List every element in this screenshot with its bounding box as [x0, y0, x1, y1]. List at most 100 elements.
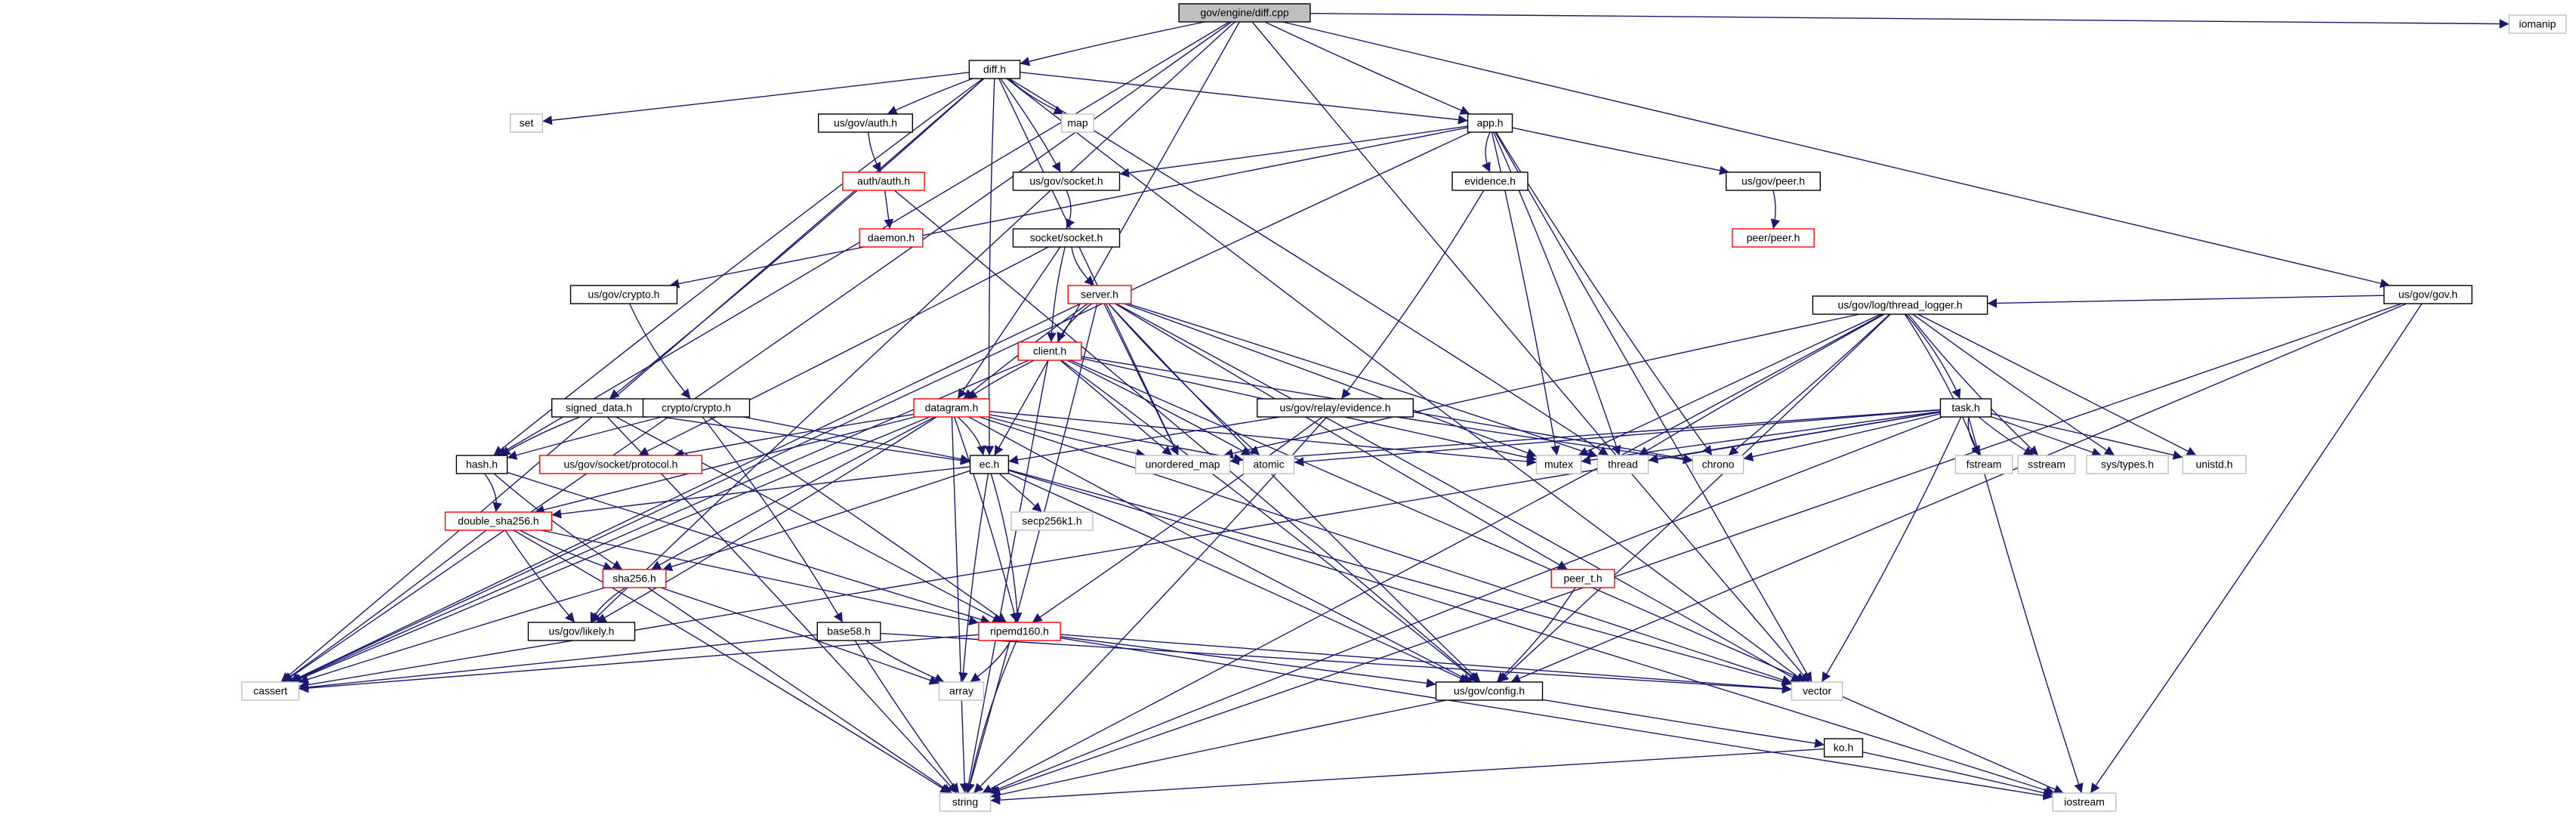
node-cryptocrypto[interactable]: crypto/crypto.h [642, 398, 751, 418]
node-box-systypes[interactable] [2086, 455, 2169, 474]
node-govsocket[interactable]: us/gov/socket.h [1012, 171, 1121, 191]
node-govauth[interactable]: us/gov/auth.h [817, 113, 913, 133]
node-box-cassert[interactable] [241, 681, 300, 701]
node-box-cryptocrypto[interactable] [642, 398, 751, 418]
node-unordered_map[interactable]: unordered_map [1134, 455, 1230, 474]
node-server[interactable]: server.h [1067, 285, 1132, 304]
node-config[interactable]: us/gov/config.h [1435, 681, 1544, 701]
node-box-evidence[interactable] [1452, 171, 1529, 191]
node-box-govcrypto[interactable] [569, 285, 678, 304]
node-box-unordered_map[interactable] [1134, 455, 1230, 474]
node-mutex[interactable]: mutex [1535, 455, 1582, 474]
node-box-peerpeer[interactable] [1732, 228, 1815, 248]
node-task[interactable]: task.h [1939, 398, 1992, 418]
node-ec[interactable]: ec.h [969, 455, 1010, 474]
node-diffh[interactable]: diff.h [968, 60, 1021, 79]
node-cassert[interactable]: cassert [241, 681, 300, 701]
node-box-ko[interactable] [1823, 738, 1864, 758]
node-peer_t[interactable]: peer_t.h [1550, 569, 1615, 588]
node-box-likely[interactable] [527, 622, 636, 641]
node-box-unistd[interactable] [2182, 455, 2247, 474]
node-fstream[interactable]: fstream [1954, 455, 2013, 474]
node-evidence[interactable]: evidence.h [1452, 171, 1529, 191]
node-client[interactable]: client.h [1017, 341, 1082, 361]
node-daemon[interactable]: daemon.h [859, 228, 924, 248]
node-box-sha256[interactable] [602, 569, 667, 588]
node-box-map[interactable] [1060, 113, 1094, 133]
node-box-secp[interactable] [1010, 511, 1094, 531]
node-socketsocket[interactable]: socket/socket.h [1012, 228, 1121, 248]
node-thread[interactable]: thread [1597, 455, 1649, 474]
node-box-ec[interactable] [969, 455, 1010, 474]
node-box-authauth[interactable] [842, 171, 925, 191]
node-authauth[interactable]: auth/auth.h [842, 171, 925, 191]
node-set[interactable]: set [510, 113, 544, 133]
node-box-iomanip[interactable] [2508, 14, 2567, 34]
node-hash[interactable]: hash.h [455, 455, 508, 474]
node-box-govpeer[interactable] [1725, 171, 1821, 191]
node-box-datagram[interactable] [913, 398, 990, 418]
node-box-config[interactable] [1435, 681, 1544, 701]
node-box-socketsocket[interactable] [1012, 228, 1121, 248]
node-box-iostream[interactable] [2052, 792, 2117, 812]
node-peerpeer[interactable]: peer/peer.h [1732, 228, 1815, 248]
node-box-ripemd[interactable] [978, 622, 1061, 641]
node-protocol[interactable]: us/gov/socket/protocol.h [538, 455, 703, 474]
node-box-set[interactable] [510, 113, 544, 133]
node-box-signed_data[interactable] [551, 398, 647, 418]
node-box-sstream[interactable] [2017, 455, 2076, 474]
node-vector[interactable]: vector [1791, 681, 1843, 701]
node-govcrypto[interactable]: us/gov/crypto.h [569, 285, 678, 304]
node-box-govgov[interactable] [2383, 285, 2473, 304]
node-box-hash[interactable] [455, 455, 508, 474]
node-chrono[interactable]: chrono [1692, 455, 1745, 474]
node-secp[interactable]: secp256k1.h [1010, 511, 1094, 531]
node-string[interactable]: string [939, 792, 992, 812]
node-govgov[interactable]: us/gov/gov.h [2383, 285, 2473, 304]
node-box-thread[interactable] [1597, 455, 1649, 474]
node-iomanip[interactable]: iomanip [2508, 14, 2567, 34]
node-box-vector[interactable] [1791, 681, 1843, 701]
node-box-relayevidence[interactable] [1256, 398, 1414, 418]
node-relayevidence[interactable]: us/gov/relay/evidence.h [1256, 398, 1414, 418]
node-array[interactable]: array [938, 681, 985, 701]
node-apph[interactable]: app.h [1467, 113, 1513, 133]
node-box-protocol[interactable] [538, 455, 703, 474]
node-box-thread_logger[interactable] [1812, 295, 1988, 315]
node-map[interactable]: map [1060, 113, 1094, 133]
node-signed_data[interactable]: signed_data.h [551, 398, 647, 418]
node-box-base58[interactable] [816, 622, 881, 641]
node-box-diffh[interactable] [968, 60, 1021, 79]
node-base58[interactable]: base58.h [816, 622, 881, 641]
node-box-apph[interactable] [1467, 113, 1513, 133]
node-box-diffcpp[interactable] [1178, 3, 1311, 23]
node-thread_logger[interactable]: us/gov/log/thread_logger.h [1812, 295, 1988, 315]
node-box-atomic[interactable] [1242, 455, 1295, 474]
node-box-mutex[interactable] [1535, 455, 1582, 474]
node-box-client[interactable] [1017, 341, 1082, 361]
node-unistd[interactable]: unistd.h [2182, 455, 2247, 474]
node-box-fstream[interactable] [1954, 455, 2013, 474]
node-datagram[interactable]: datagram.h [913, 398, 990, 418]
node-box-double_sha[interactable] [444, 511, 553, 531]
node-box-string[interactable] [939, 792, 992, 812]
node-box-peer_t[interactable] [1550, 569, 1615, 588]
node-box-govsocket[interactable] [1012, 171, 1121, 191]
node-box-daemon[interactable] [859, 228, 924, 248]
node-box-chrono[interactable] [1692, 455, 1745, 474]
node-atomic[interactable]: atomic [1242, 455, 1295, 474]
node-diffcpp[interactable]: gov/engine/diff.cpp [1178, 3, 1311, 23]
node-box-array[interactable] [938, 681, 985, 701]
node-double_sha[interactable]: double_sha256.h [444, 511, 553, 531]
node-sha256[interactable]: sha256.h [602, 569, 667, 588]
node-ko[interactable]: ko.h [1823, 738, 1864, 758]
node-box-server[interactable] [1067, 285, 1132, 304]
node-box-task[interactable] [1939, 398, 1992, 418]
node-systypes[interactable]: sys/types.h [2086, 455, 2169, 474]
node-govpeer[interactable]: us/gov/peer.h [1725, 171, 1821, 191]
node-iostream[interactable]: iostream [2052, 792, 2117, 812]
node-box-govauth[interactable] [817, 113, 913, 133]
node-likely[interactable]: us/gov/likely.h [527, 622, 636, 641]
node-ripemd[interactable]: ripemd160.h [978, 622, 1061, 641]
node-sstream[interactable]: sstream [2017, 455, 2076, 474]
